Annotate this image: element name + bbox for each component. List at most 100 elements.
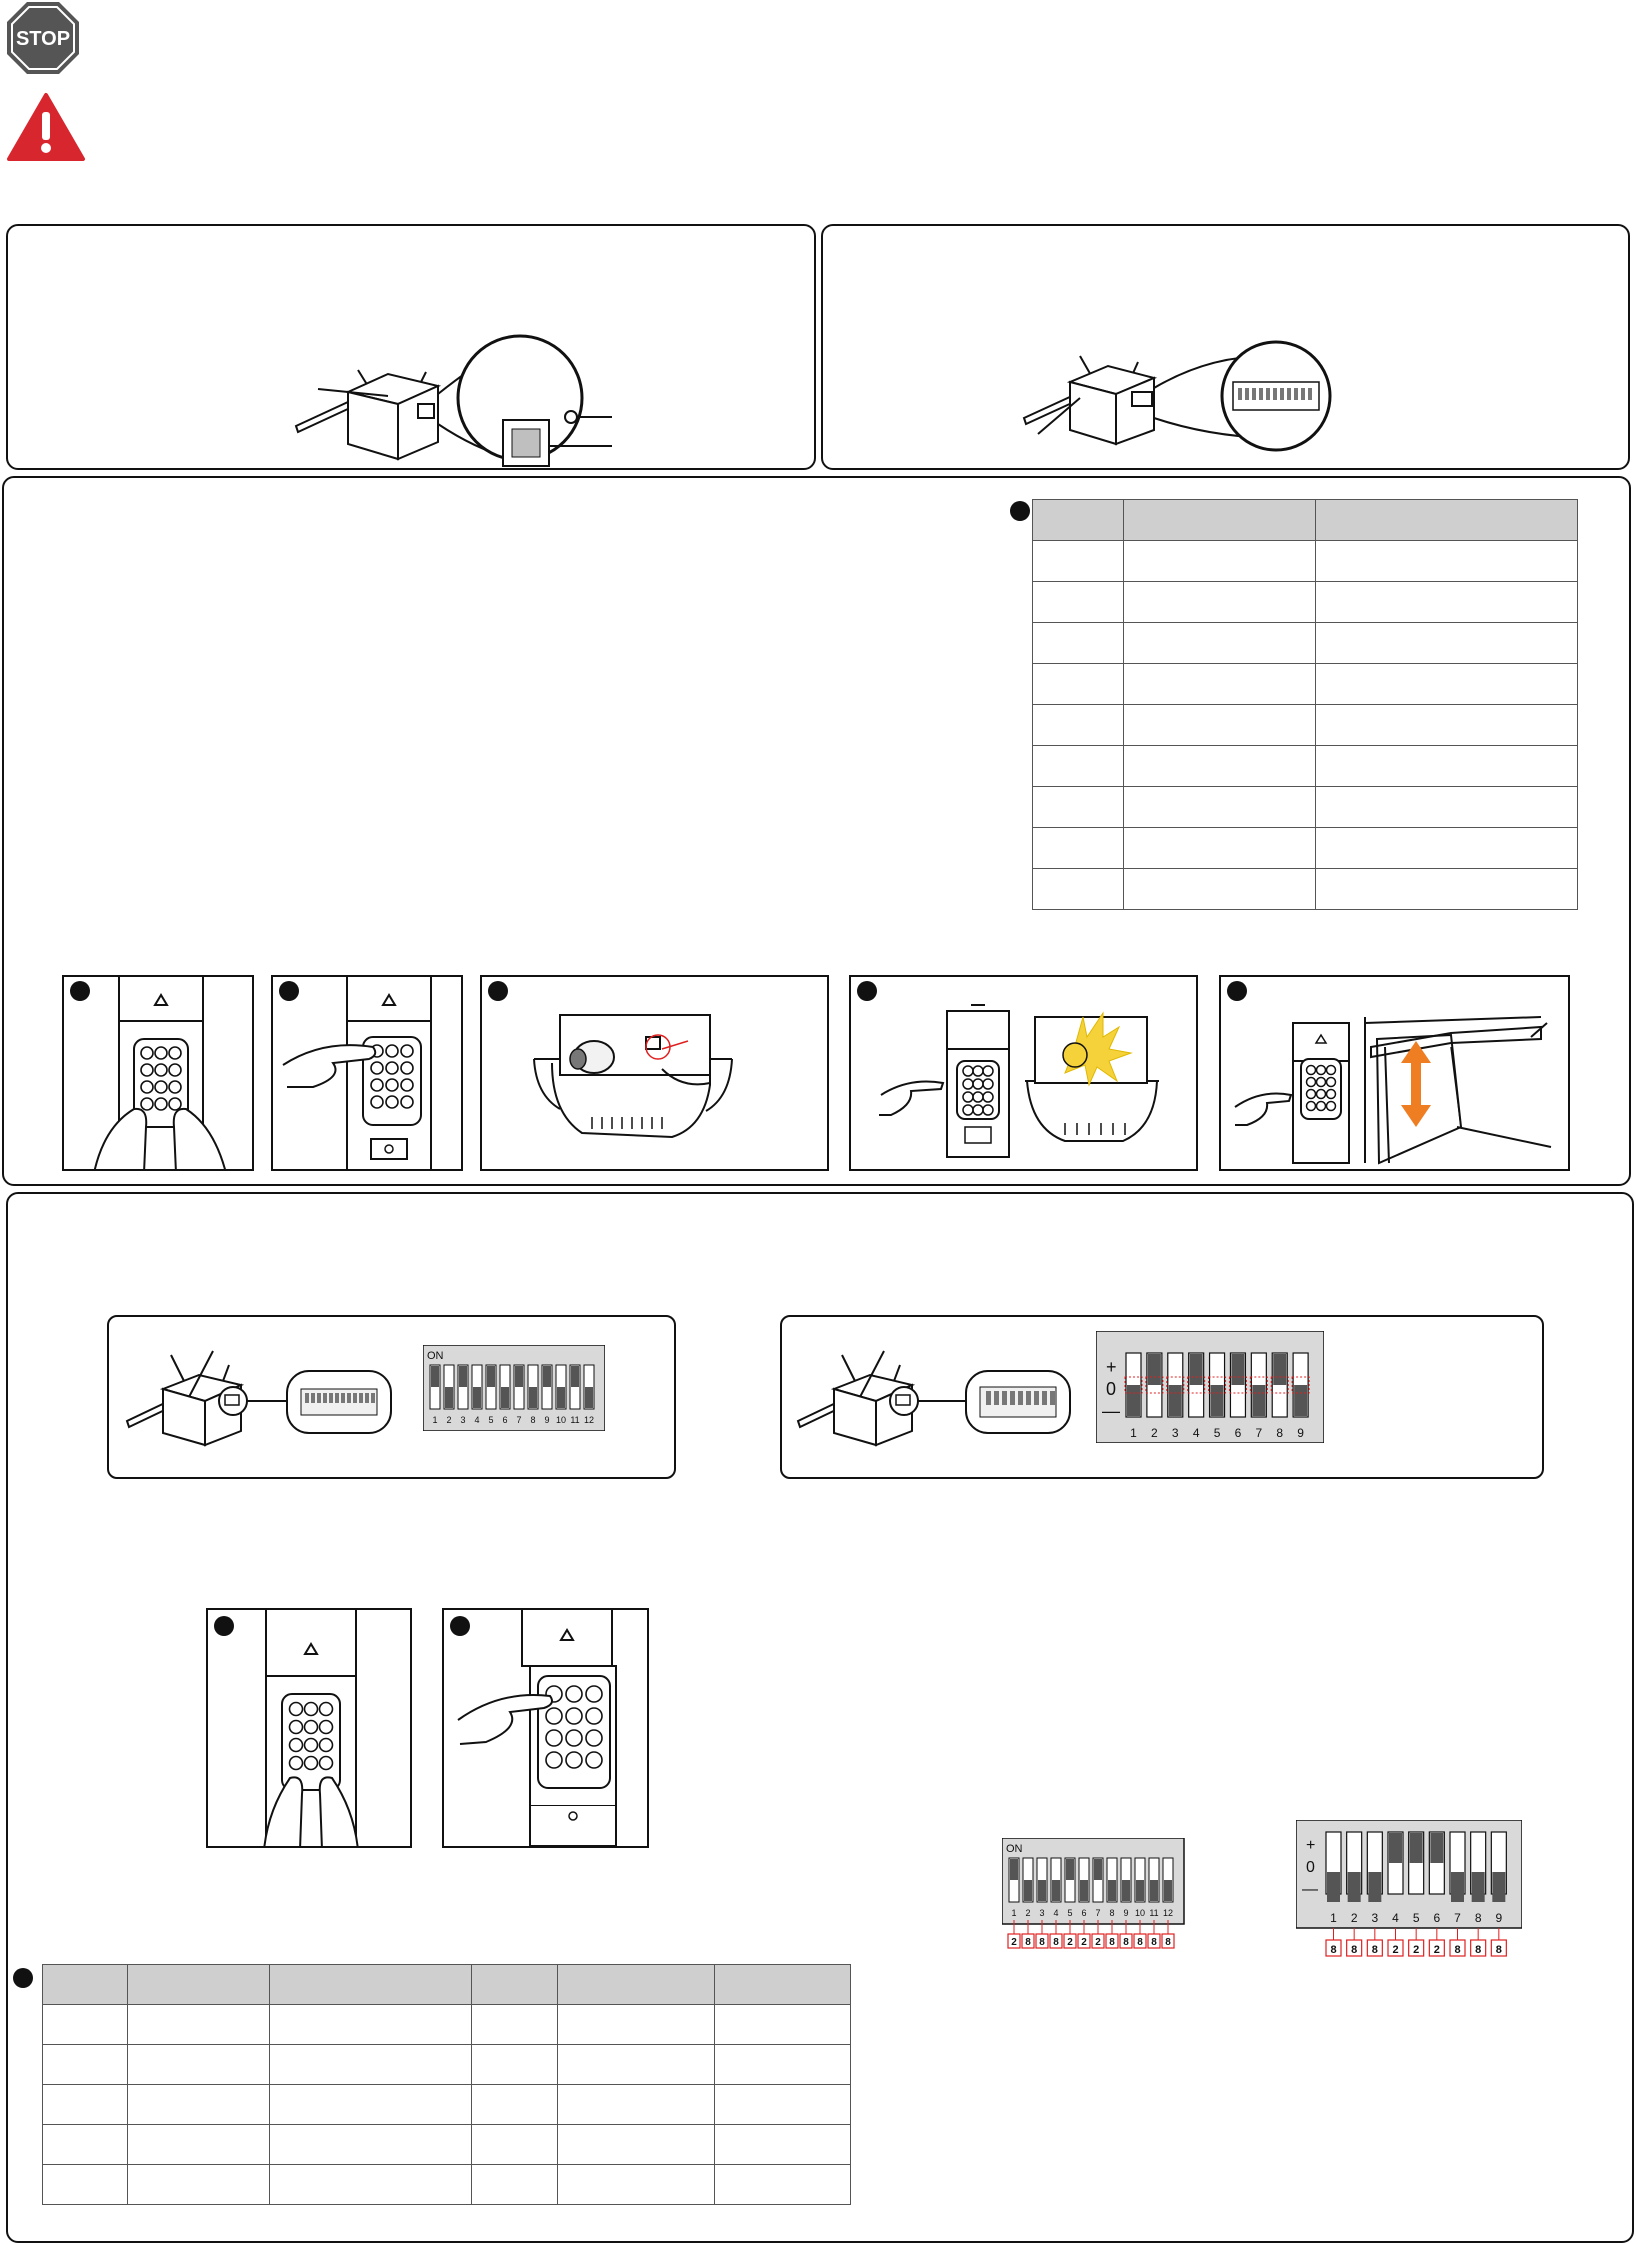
code-value: 8 [1025,1937,1031,1948]
dip9-minus-label: — [1102,1401,1120,1421]
dip-position-label: 1 [1330,1911,1337,1925]
dip-switch-lever [473,1387,481,1408]
code-value: 2 [1095,1937,1101,1948]
dip-switch-lever [1327,1872,1340,1902]
dip-position-label: 5 [488,1415,493,1425]
code-box [1490,1939,1507,1957]
keypad-two-hands-large-icon [263,1610,359,1846]
dip-position-label: 5 [1214,1426,1221,1440]
table-row [1032,581,1578,623]
dip-switch-lever [585,1387,593,1408]
code-box [1105,1933,1119,1949]
dip-switch-lever [1147,1354,1161,1385]
dip-switch-lever [1347,1872,1361,1902]
dip9-plus-label: + [1306,1837,1315,1854]
code-box [1408,1939,1425,1957]
step-frame-b1 [206,1608,412,1848]
table-row [42,2004,851,2045]
zero-position-marker [1208,1376,1227,1394]
dip-switch-lever [501,1387,509,1408]
code-value: 8 [1123,1937,1129,1948]
table-row [1032,704,1578,746]
dip-switch-lever [1094,1859,1102,1880]
dip-switch-lever [1127,1385,1140,1416]
dip-position-label: 3 [460,1415,465,1425]
dip-position-label: 1 [1011,1908,1016,1918]
code-box [1147,1933,1161,1949]
keypad-press-icon [282,977,432,1169]
dip-position-label: 9 [1495,1911,1502,1925]
step-frame-5 [1219,975,1570,1171]
dip-position-label: 6 [1433,1911,1440,1925]
dip-position-label: 10 [1135,1908,1145,1918]
dip-switch-lever [1231,1354,1245,1385]
dip-switch-location-panel [821,224,1630,470]
dip-switch-lever [487,1366,495,1387]
step-marker [488,981,508,1001]
dip-position-label: 9 [1123,1908,1128,1918]
dip-switch-lever [1389,1833,1402,1863]
dip-position-label: 7 [516,1415,521,1425]
code-value: 2 [1392,1944,1398,1956]
code-box [1063,1933,1077,1949]
code-box [1077,1933,1091,1949]
warning-icon [6,92,86,162]
zero-position-marker [1145,1376,1164,1394]
dip-position-label: 2 [446,1415,451,1425]
code-value: 8 [1137,1937,1143,1948]
step-marker-table-bottom [13,1968,33,1988]
code-value: 8 [1165,1937,1171,1948]
code-value: 8 [1496,1944,1502,1956]
zero-position-marker [1270,1376,1289,1394]
table-row [1032,540,1578,582]
dip-switch-lever [571,1366,579,1387]
code-value: 8 [1151,1937,1157,1948]
code-value: 8 [1351,1944,1357,1956]
code-value: 8 [1109,1937,1115,1948]
dip-position-label: 7 [1095,1908,1100,1918]
dip-switch-lever [1136,1880,1144,1901]
dip-position-label: 4 [1193,1426,1200,1440]
table-row [1032,745,1578,787]
dip-position-label: 1 [432,1415,437,1425]
step-marker-table-top [1010,501,1030,521]
stop-icon: STOP [5,0,81,76]
opener-small-illustration [125,1350,392,1447]
dip-position-label: 6 [1081,1908,1086,1918]
dip-position-label: 8 [530,1415,535,1425]
code-box [1035,1933,1049,1949]
dip9-zero-label: 0 [1106,1379,1116,1399]
table-row [42,2124,851,2165]
code-box [1449,1939,1466,1957]
dip-switch-lever [431,1366,439,1387]
table-row [42,2044,851,2085]
dip-switch-lever [1409,1833,1423,1863]
zero-position-marker [1228,1376,1247,1394]
dip12-on-label: ON [427,1350,444,1362]
step-marker [857,981,877,1001]
table-row [1032,868,1578,910]
opener-learn-button-press-icon [533,1014,733,1139]
code-table-bottom [42,1964,851,2205]
dip-switch-lever [1471,1872,1485,1902]
dip-position-label: 12 [584,1415,594,1425]
code-box [1161,1933,1175,1949]
table-row [1032,622,1578,664]
dip-switch-lever [1189,1354,1203,1385]
code-value: 8 [1053,1937,1059,1948]
code-box [1091,1933,1105,1949]
dip-switch-lever [1080,1880,1088,1901]
dip-switch-lever [445,1387,453,1408]
zero-position-marker [1291,1376,1310,1394]
dip12-on-label: ON [1006,1843,1023,1855]
code-box [1470,1939,1487,1957]
step-marker [1227,981,1247,1001]
table-header-row [1032,499,1578,541]
dip-switch-lever [1252,1385,1266,1416]
dip-switch-lever [1368,1872,1382,1902]
dip-switch-lever [1052,1880,1060,1901]
step-frame-3 [480,975,829,1171]
dip-position-label: 3 [1039,1908,1044,1918]
